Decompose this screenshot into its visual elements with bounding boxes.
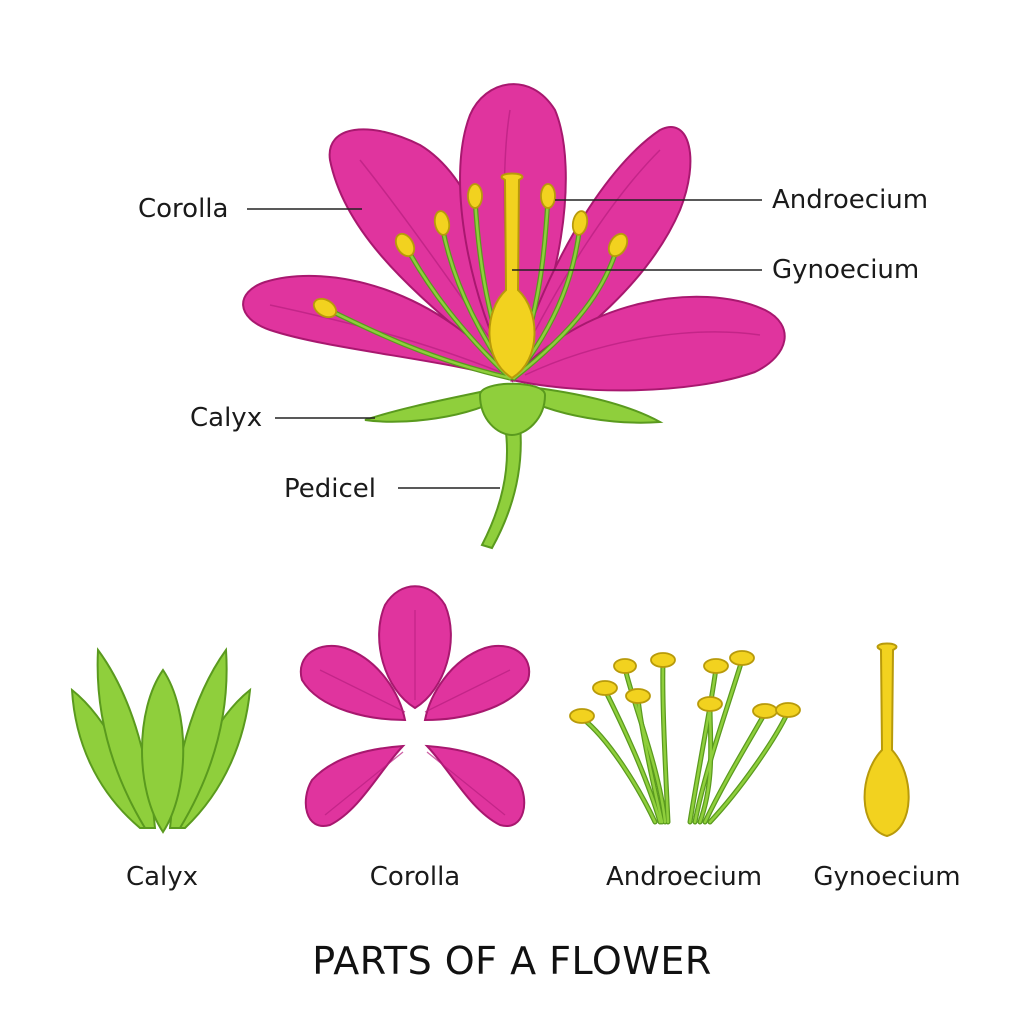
petal-left [242,274,515,382]
caption-gynoecium: Gynoecium [813,862,961,892]
label-calyx: Calyx [190,403,263,433]
sepal-left [364,383,513,423]
part-androecium-illustration [569,650,801,825]
label-corolla: Corolla [138,194,229,224]
pistil [488,172,536,380]
part-gynoecium-illustration [863,642,910,838]
caption-androecium: Androecium [605,862,763,892]
main-flower [242,83,786,550]
callout-lines [247,199,762,489]
label-androecium: Androecium [772,185,929,215]
pedicel-stem [480,424,522,550]
label-pedicel: Pedicel [284,474,376,504]
receptacle [478,382,547,437]
anthers [312,183,629,319]
caption-corolla: Corolla [369,862,461,892]
page-title: PARTS OF A FLOWER [312,939,712,983]
caption-calyx: Calyx [125,862,199,892]
petal-right [510,295,786,392]
sepal-right [511,383,664,424]
label-gynoecium: Gynoecium [772,255,920,285]
petal-back-right [510,126,692,383]
part-calyx-illustration [70,647,252,834]
